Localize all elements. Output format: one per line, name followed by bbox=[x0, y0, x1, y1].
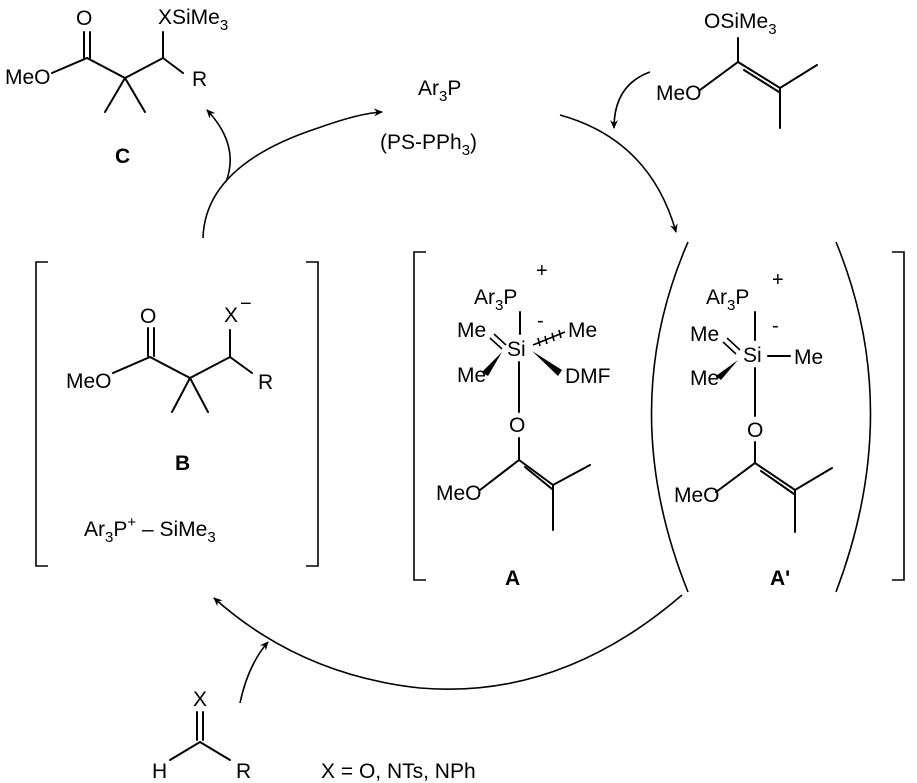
label-A-prime: A' bbox=[770, 567, 790, 590]
a-meo: MeO bbox=[436, 482, 482, 505]
ap-me-left: Me bbox=[690, 323, 719, 346]
enol-osime3: OSiMe3 bbox=[704, 10, 777, 38]
b-bracket-right bbox=[306, 261, 319, 567]
b-skeleton bbox=[112, 329, 253, 413]
ap-enolate-double-bond bbox=[760, 470, 795, 495]
b-o: O bbox=[140, 305, 156, 328]
arrow-substrate-entry bbox=[239, 641, 269, 704]
a-enolate-double-bond bbox=[524, 466, 553, 490]
sub-double-bond bbox=[196, 711, 204, 741]
c-meo: MeO bbox=[5, 66, 51, 89]
b-x-minus: − bbox=[240, 293, 252, 315]
c-xsime3: XSiMe3 bbox=[158, 6, 228, 34]
a-me-left: Me bbox=[457, 319, 486, 342]
label-A: A bbox=[505, 567, 520, 590]
ap-ar3p: Ar3P bbox=[706, 286, 749, 314]
cycle-arrows bbox=[202, 71, 683, 704]
a-wedge-left bbox=[482, 352, 502, 376]
arrow-B-to-catalyst bbox=[202, 108, 383, 239]
ap-meo: MeO bbox=[674, 484, 720, 507]
b-x-anion: X bbox=[224, 304, 238, 327]
ap-me-right: Me bbox=[794, 346, 823, 369]
product-C: XSiMe3 O MeO R C bbox=[5, 6, 228, 168]
ap-bracket-right bbox=[892, 251, 905, 581]
label-C: C bbox=[115, 145, 130, 168]
catalyst-ar3p: Ar3P bbox=[418, 77, 461, 105]
c-o: O bbox=[76, 7, 92, 30]
ap-minus: - bbox=[772, 315, 779, 337]
b-r: R bbox=[258, 371, 273, 394]
ap-plus: + bbox=[772, 269, 784, 291]
a-ar3p: Ar3P bbox=[474, 286, 517, 314]
intermediate-A: Ar3P + - Me Me Si Me DMF O MeO A bbox=[413, 251, 611, 590]
substrate: X H R X = O, NTs, NPh bbox=[152, 688, 476, 783]
c-skeleton bbox=[51, 31, 184, 113]
a-me-bottom: Me bbox=[457, 364, 486, 387]
a-hashed-bond-left bbox=[489, 333, 507, 350]
ap-enolate-skeleton bbox=[715, 367, 833, 533]
b-cation: Ar3P+ – SiMe3 bbox=[84, 514, 216, 546]
label-B: B bbox=[175, 452, 190, 475]
c-carbonyl bbox=[83, 31, 91, 59]
ap-o: O bbox=[747, 419, 763, 442]
a-o: O bbox=[509, 414, 525, 437]
sub-condition: X = O, NTs, NPh bbox=[321, 760, 476, 783]
a-si: Si bbox=[507, 338, 526, 361]
arrow-A-to-B bbox=[213, 594, 683, 691]
a-plus: + bbox=[536, 260, 548, 282]
intermediate-A-prime: Ar3P + - Me Si Me Me O MeO A' bbox=[650, 241, 905, 593]
a-minus: - bbox=[537, 310, 544, 332]
enol-skeleton bbox=[699, 37, 818, 129]
a-me-right: Me bbox=[568, 319, 597, 342]
catalyst: Ar3P (PS-PPh3) bbox=[380, 77, 477, 159]
silyl-enol-ether: OSiMe3 MeO bbox=[656, 10, 818, 129]
ap-wedge bbox=[716, 360, 738, 380]
ap-si: Si bbox=[743, 344, 762, 367]
sub-h: H bbox=[152, 760, 167, 783]
arrow-catalyst-to-A bbox=[559, 114, 678, 233]
sub-x: X bbox=[193, 688, 207, 711]
sub-r: R bbox=[236, 760, 251, 783]
ap-me-bottom: Me bbox=[690, 367, 719, 390]
ap-paren-left bbox=[650, 241, 689, 593]
c-r: R bbox=[192, 68, 207, 91]
enol-meo: MeO bbox=[656, 82, 702, 105]
b-bracket-left bbox=[35, 261, 48, 567]
arrow-to-product-C bbox=[206, 109, 231, 183]
b-meo: MeO bbox=[66, 370, 112, 393]
a-bracket-left bbox=[413, 251, 426, 581]
catalyst-ps-pph3: (PS-PPh3) bbox=[380, 131, 477, 159]
ap-hashed-bond bbox=[722, 337, 741, 355]
a-wedge-right bbox=[532, 351, 562, 376]
arrow-enol-entry bbox=[610, 71, 651, 129]
intermediate-B: X − O MeO R B Ar3P+ – SiMe3 bbox=[35, 261, 319, 567]
a-hashed-bond-right bbox=[532, 329, 566, 347]
enol-double-bond bbox=[743, 69, 780, 93]
a-dmf: DMF bbox=[565, 365, 611, 388]
b-carbonyl bbox=[147, 327, 155, 357]
a-enolate-skeleton bbox=[479, 361, 591, 531]
sub-skeleton bbox=[169, 740, 231, 761]
ap-paren-right bbox=[835, 241, 872, 593]
